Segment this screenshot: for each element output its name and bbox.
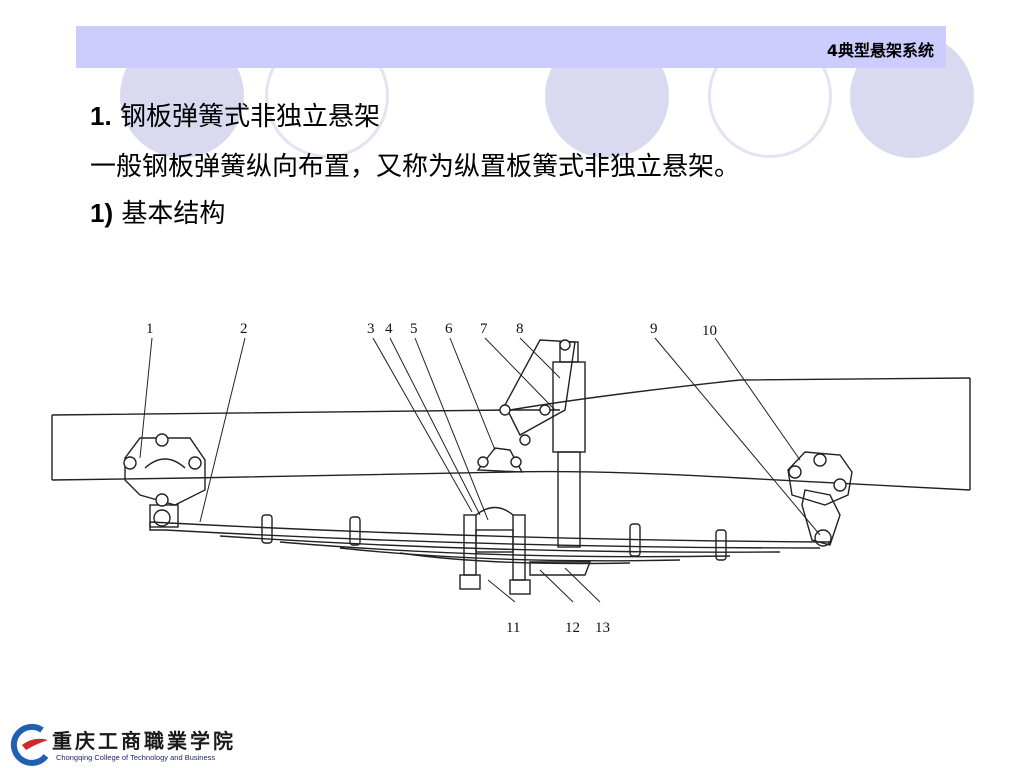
label-10: 10 [702,323,717,339]
label-5: 5 [410,321,418,337]
college-emblem-icon [10,723,49,766]
label-9: 9 [650,321,658,337]
college-name-en: Chongqing College of Technology and Busi… [56,753,216,762]
label-11: 11 [506,620,520,636]
section-number: 1. [90,101,112,131]
college-logo: 重庆工商職業学院 Chongqing College of Technology… [0,722,233,768]
label-13: 13 [595,620,610,636]
suspension-diagram: 1 2 3 4 5 6 7 8 9 10 11 12 13 [51,321,971,636]
subsection-number: 1) [90,198,114,228]
label-6: 6 [445,321,453,337]
label-3: 3 [367,321,375,337]
label-4: 4 [385,321,393,337]
subsection-title: 基本结构 [113,199,226,229]
section-title: 钢板弹簧式非独立悬架 [111,102,380,132]
header-bar: 4典型悬架系统 [76,26,946,68]
section-heading: 1. 钢板弹簧式非独立悬架 [90,96,380,133]
label-12: 12 [565,620,580,636]
college-name-cn: 重庆工商職業学院 [52,729,236,753]
header-title: 4典型悬架系统 [826,41,934,60]
label-1: 1 [146,321,154,337]
description-text: 一般钢板弹簧纵向布置，又称为纵置板簧式非独立悬架。 [90,152,741,182]
label-2: 2 [240,321,248,337]
label-7: 7 [480,321,488,337]
label-8: 8 [516,321,524,337]
subsection-heading: 1) 基本结构 [90,193,225,230]
